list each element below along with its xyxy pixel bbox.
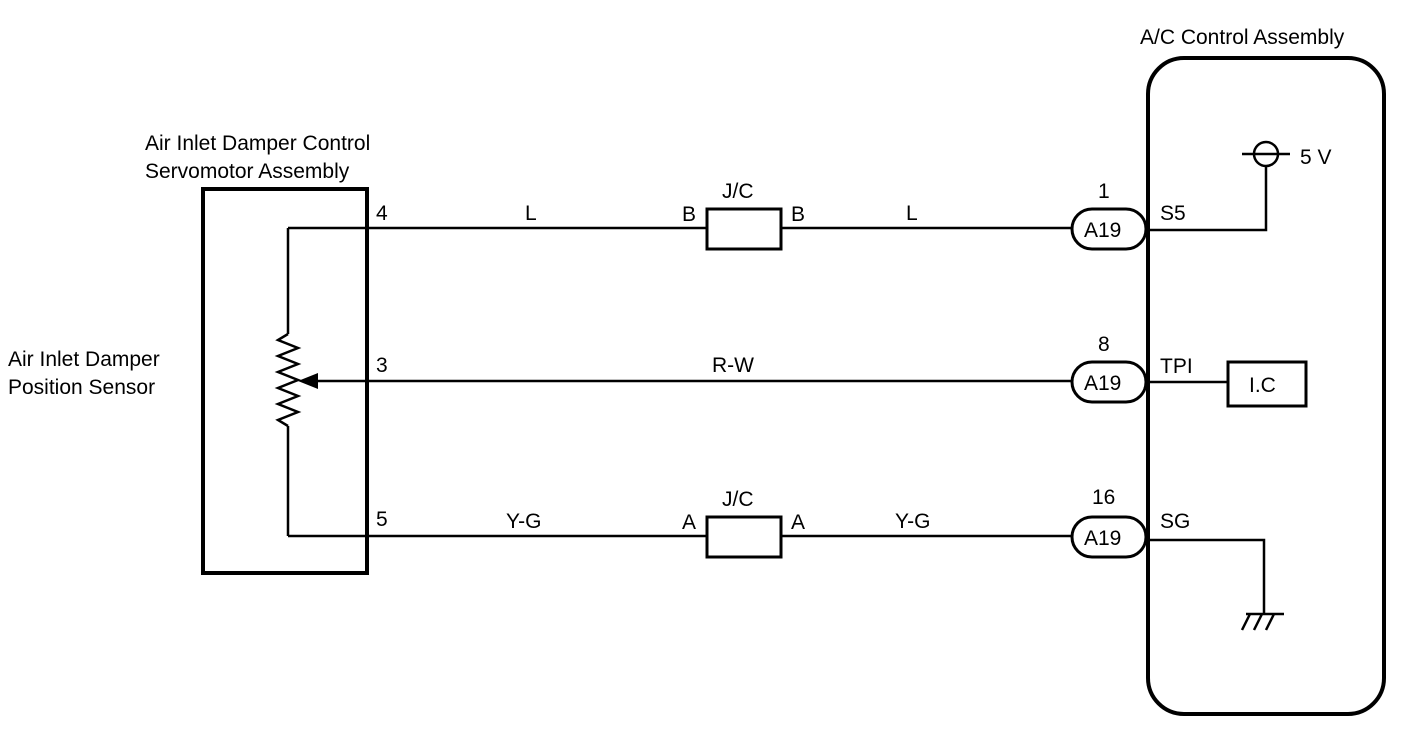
- jc-bottom-right-pin: A: [791, 511, 805, 534]
- ac-pin-1: 1: [1098, 180, 1110, 203]
- servo-pin-4: 4: [376, 202, 388, 225]
- servomotor-title-line1: Air Inlet Damper Control: [145, 132, 370, 155]
- ac-control-assembly-box: [1146, 56, 1386, 716]
- connector-a19-pin1-label: A19: [1084, 219, 1121, 242]
- jc-top-left-pin: B: [682, 203, 696, 226]
- wire-top-left-color: L: [525, 202, 537, 225]
- servo-pin-5: 5: [376, 508, 388, 531]
- sg-ground-wire: [1148, 538, 1266, 614]
- wire-top-right-color: L: [906, 202, 918, 225]
- jc-bottom: [705, 515, 783, 559]
- ground-icon: [1240, 612, 1284, 631]
- jc-top-right-pin: B: [791, 203, 805, 226]
- servo-pin-3: 3: [376, 354, 388, 377]
- connector-a19-pin1: [1070, 207, 1148, 251]
- connector-a19-pin16: [1070, 515, 1148, 559]
- supply-voltage-label: 5 V: [1300, 146, 1332, 169]
- terminal-sg: SG: [1160, 510, 1190, 533]
- s5-supply-wire: [1148, 166, 1268, 232]
- terminal-tpi: TPI: [1160, 355, 1193, 378]
- sensor-label-line2: Position Sensor: [8, 376, 155, 399]
- jc-bottom-label: J/C: [722, 488, 754, 511]
- wire-bottom-left-color: Y-G: [506, 510, 541, 533]
- potentiometer-wiper-arrow: [298, 373, 318, 389]
- connector-a19-pin16-label: A19: [1084, 527, 1121, 550]
- ic-label: I.C: [1249, 374, 1276, 397]
- connector-a19-pin8: [1070, 360, 1148, 404]
- jc-top-label: J/C: [722, 180, 754, 203]
- ac-pin-16: 16: [1092, 486, 1115, 509]
- connector-a19-pin8-label: A19: [1084, 372, 1121, 395]
- ac-control-title: A/C Control Assembly: [1140, 26, 1345, 49]
- wire-middle-color: R-W: [712, 354, 754, 377]
- sensor-label-line1: Air Inlet Damper: [8, 348, 160, 371]
- jc-top: [705, 207, 783, 251]
- potentiometer-resistor: [274, 332, 302, 428]
- ac-pin-8: 8: [1098, 333, 1110, 356]
- terminal-s5: S5: [1160, 202, 1186, 225]
- ic-box: [1226, 360, 1308, 408]
- wire-bottom-right-color: Y-G: [895, 510, 930, 533]
- jc-bottom-left-pin: A: [682, 511, 696, 534]
- servomotor-title-line2: Servomotor Assembly: [145, 160, 350, 183]
